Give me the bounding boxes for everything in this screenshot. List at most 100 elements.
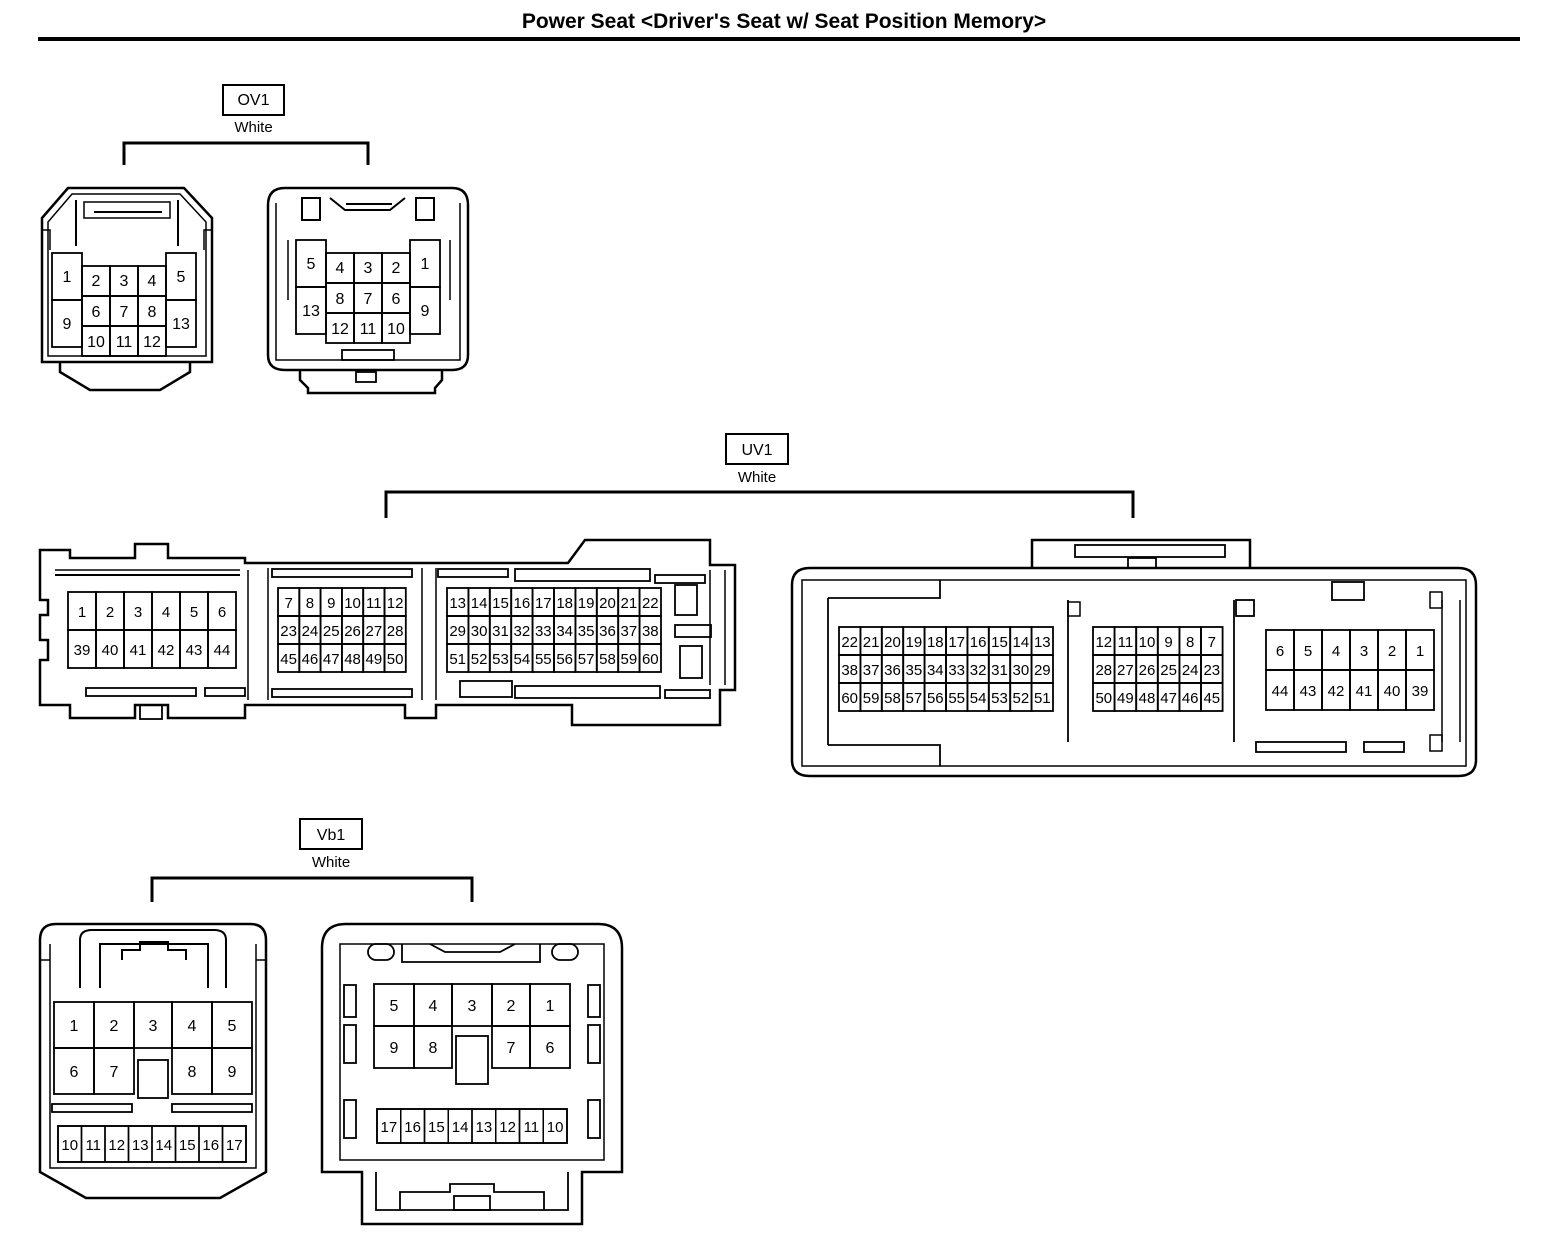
uv1-r-a-pin-13: 13 (1034, 634, 1051, 651)
uv1-l-c-pin-53: 53 (492, 651, 509, 668)
uv1-l-c-pin-17: 17 (535, 595, 552, 612)
vb1-r-pin-5: 5 (390, 998, 399, 1015)
ov1-r-pin-2: 2 (392, 260, 401, 277)
uv1-l-b-pin-7: 7 (284, 595, 292, 612)
ov1-left-housing (40, 186, 214, 392)
uv1-l-b-pin-49: 49 (366, 651, 383, 668)
uv1-r-b-pin-10: 10 (1139, 634, 1156, 651)
ov1-l-pin-3: 3 (120, 273, 129, 290)
uv1-l-c-pin-30: 30 (471, 623, 488, 640)
ov1-r-pin-7: 7 (364, 291, 373, 308)
ov1-l-pin-9: 9 (63, 316, 72, 333)
ov1-l-pin-2: 2 (92, 273, 101, 290)
uv1-left-housing (38, 538, 737, 727)
uv1-l-b-pin-28: 28 (387, 623, 404, 640)
vb1-left-housing (38, 922, 268, 1200)
uv1-r-a-pin-37: 37 (863, 662, 880, 679)
uv1-r-a-pin-17: 17 (948, 634, 965, 651)
uv1-code-box (725, 433, 789, 465)
vb1-r-r3-pin-12: 12 (499, 1119, 516, 1136)
ov1-l-pin-1: 1 (63, 269, 72, 286)
uv1-l-c-pin-32: 32 (514, 623, 531, 640)
vb1-r-pin-3: 3 (468, 998, 477, 1015)
uv1-r-b-pin-11: 11 (1118, 634, 1134, 651)
uv1-r-a-pin-29: 29 (1034, 662, 1051, 679)
uv1-r-a-pin-31: 31 (991, 662, 1008, 679)
uv1-r-a-pin-51: 51 (1034, 690, 1051, 707)
ov1-l-pin-7: 7 (120, 304, 129, 321)
uv1-l-b-pin-23: 23 (280, 623, 297, 640)
uv1-l-c-pin-38: 38 (642, 623, 659, 640)
vb1-bracket (150, 876, 474, 902)
uv1-r-a-pin-21: 21 (863, 634, 880, 651)
vb1-l-pin-5: 5 (228, 1018, 237, 1035)
uv1-r-a-pin-32: 32 (970, 662, 987, 679)
vb1-r-pin-2: 2 (507, 998, 516, 1015)
uv1-l-c-pin-33: 33 (535, 623, 552, 640)
ov1-right-housing (266, 186, 470, 395)
vb1-r-r3-cell (542, 1108, 568, 1144)
vb1-code-box (299, 818, 363, 850)
uv1-r-c-pin-44: 44 (1272, 683, 1289, 700)
vb1-r-pin-1: 1 (546, 998, 555, 1015)
uv1-l-b-pin-9: 9 (327, 595, 335, 612)
vb1-color: White (312, 854, 350, 871)
uv1-r-b-pin-8: 8 (1186, 634, 1194, 651)
ov1-r-pin-6: 6 (392, 291, 401, 308)
uv1-bracket (384, 490, 1135, 518)
uv1-l-a-pin-1: 1 (78, 604, 86, 621)
uv1-r-a-pin-38: 38 (841, 662, 858, 679)
uv1-l-c-pin-18: 18 (556, 595, 573, 612)
uv1-r-b-pin-50: 50 (1095, 690, 1112, 707)
vb1-l-r3-cell (221, 1125, 247, 1163)
vb1-r-pin-4: 4 (429, 998, 438, 1015)
vb1-code: Vb1 (317, 827, 346, 844)
uv1-label-group: UV1 White (384, 433, 1135, 518)
vb1-r-pin-8: 8 (429, 1040, 438, 1057)
ov1-l-pin-4: 4 (148, 273, 157, 290)
ov1-l-pin-10: 10 (87, 334, 105, 351)
uv1-r-a-pin-59: 59 (863, 690, 880, 707)
uv1-r-c-pin-4: 4 (1332, 643, 1340, 660)
uv1-r-a-pin-15: 15 (991, 634, 1008, 651)
uv1-r-b-pin-28: 28 (1095, 662, 1112, 679)
uv1-l-c-pin-14: 14 (471, 595, 488, 612)
ov1-l-pin-12: 12 (143, 334, 161, 351)
uv1-r-b-pin-26: 26 (1139, 662, 1156, 679)
vb1-r-pin-7: 7 (507, 1040, 516, 1057)
uv1-l-c-pin-56: 56 (556, 651, 573, 668)
uv1-l-a-cell (207, 629, 237, 669)
uv1-l-a-pin-43: 43 (186, 642, 203, 659)
vb1-l-pin-3: 3 (149, 1018, 158, 1035)
uv1-l-b-pin-27: 27 (366, 623, 383, 640)
ov1-color: White (234, 119, 272, 136)
ov1-l-pin-8: 8 (148, 304, 157, 321)
uv1-r-b-cell (1200, 682, 1224, 712)
uv1-l-c-pin-35: 35 (578, 623, 595, 640)
uv1-r-c-pin-40: 40 (1384, 683, 1401, 700)
ov1-r-pin-12: 12 (331, 321, 349, 338)
uv1-code: UV1 (741, 442, 772, 459)
uv1-l-a-pin-5: 5 (190, 604, 198, 621)
uv1-r-a-pin-18: 18 (927, 634, 944, 651)
uv1-r-b-pin-25: 25 (1160, 662, 1177, 679)
vb1-l-r3-pin-15: 15 (179, 1137, 196, 1154)
uv1-l-c-pin-29: 29 (449, 623, 466, 640)
vb1-r-r3-pin-14: 14 (452, 1119, 469, 1136)
vb1-l-pin-8: 8 (188, 1064, 197, 1081)
vb1-r-r3-pin-13: 13 (476, 1119, 493, 1136)
uv1-r-a-pin-19: 19 (906, 634, 923, 651)
uv1-l-c-pin-19: 19 (578, 595, 595, 612)
uv1-r-c-pin-3: 3 (1360, 643, 1368, 660)
uv1-l-c-pin-16: 16 (514, 595, 531, 612)
ov1-r-pin-4: 4 (336, 260, 345, 277)
ov1-r-pin-1: 1 (421, 256, 430, 273)
vb1-label-group: Vb1 White (150, 818, 474, 902)
uv1-l-b-pin-8: 8 (306, 595, 314, 612)
ov1-r-pin-13: 13 (302, 303, 320, 320)
uv1-l-c-pin-37: 37 (621, 623, 638, 640)
vb1-l-pin-7: 7 (110, 1064, 119, 1081)
